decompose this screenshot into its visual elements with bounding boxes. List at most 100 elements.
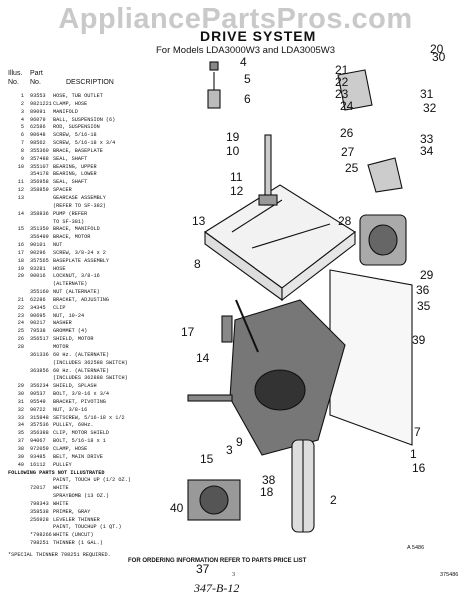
illus-no: 30 [17,391,24,398]
part-no: 315848 [30,414,49,421]
description: SPACER [53,187,72,194]
description: GROMMET (4) [53,328,88,335]
description: NUT, 10-24 [53,312,85,319]
description: CLIP [53,304,66,311]
illus-no: 16 [17,242,24,249]
part-no: *798266 [30,532,52,539]
illus-no: 28 [17,344,24,350]
illus-no: 17 [17,249,24,256]
part-no: 93281 [30,265,46,272]
description: BOLT, 5/16-18 x 1 [53,438,106,445]
col-no: No. [8,79,19,86]
callout-26: 26 [340,126,354,140]
description: PULLEY, 60Hz. [53,422,94,429]
description: PAINT, TOUCH UP (1/2 OZ.) [53,477,131,484]
illus-no: 6 [20,132,24,139]
illus-no: 7 [20,140,24,147]
page-subtitle: For Models LDA3000W3 and LDA3005W3 [156,45,336,56]
part-no: 96079 [30,116,46,123]
part-no: 94067 [30,438,46,445]
part-no: 93553 [30,93,46,99]
illus-no: 19 [17,265,24,272]
ordering-note: FOR ORDERING INFORMATION REFER TO PARTS … [128,558,307,564]
callout-16: 16 [412,461,426,475]
illus-no: 4 [20,116,24,123]
description: 60 Hz. (ALTERNATE) [53,367,110,374]
description: SPRAYBOMB (13 OZ.) [53,493,110,500]
callout-24: 24 [340,99,354,113]
callout-25: 25 [345,161,359,175]
callout-12: 12 [230,184,244,198]
callout-27: 27 [341,145,355,159]
part-no: 351350 [30,226,49,233]
description: BRACE, MANIFOLD [53,226,100,233]
illus-no: 10 [17,163,24,170]
callout-23: 23 [335,87,349,101]
part-no: 90296 [30,249,46,256]
description: SHIELD, SPLASH [53,383,97,390]
callout-11: 11 [230,170,243,184]
callout-2: 2 [330,493,337,507]
table-row: (REFER TO SF-382) [8,203,208,211]
illus-no: 33 [17,414,24,421]
description: TO SF-381) [53,218,85,225]
callout-37: 37 [196,562,210,576]
col-part: Part [30,70,43,77]
description: BRACKET, PIVOTING [53,398,106,405]
description: NUT, 3/8-16 [53,406,88,413]
description: MOTOR [53,344,69,350]
description: BELT, MAIN DRIVE [53,453,103,460]
callout-3: 3 [226,443,233,457]
illus-no: 32 [17,406,24,413]
illus-no: 24 [17,320,24,327]
part-no: 358538 [30,508,49,515]
description: WHITE [53,485,69,492]
description: WASHER [53,320,72,327]
part-no: 358859 [30,187,49,194]
special-note: *SPECIAL THINNER 798251 REQUIRED. [8,551,111,558]
description: THINNER (1 GAL.) [53,540,103,547]
description: MANIFOLD [53,108,78,115]
illus-no: 29 [17,383,24,390]
callout-17: 17 [181,325,195,339]
part-no: 356499 [30,234,49,241]
illus-no: 15 [17,226,24,233]
callout-36: 36 [416,283,430,297]
callout-21: 21 [335,63,349,77]
callout-1: 1 [410,447,417,461]
part-no: 90537 [30,391,46,398]
illus-no: 22 [17,304,24,311]
illus-no: 5 [20,124,24,131]
illus-no: 18 [17,257,24,264]
table-row: 28 MOTOR [8,344,208,352]
callout-6: 6 [244,92,251,106]
handwritten-note: 347-B-12 [194,581,240,595]
part-no: 72017 [30,485,46,492]
table-row: 15 351350 BRACE, MANIFOLD [8,226,208,234]
part-no: 62286 [30,296,46,303]
description: WHITE (UNCUT) [53,532,94,539]
part-no: 355360 [30,147,49,154]
part-no: 256928 [30,516,49,523]
watermark: AppliancePartsPros.com [58,3,413,35]
description: PRIMER, GRAY [53,508,91,515]
description: PUMP (REFER [53,210,88,217]
